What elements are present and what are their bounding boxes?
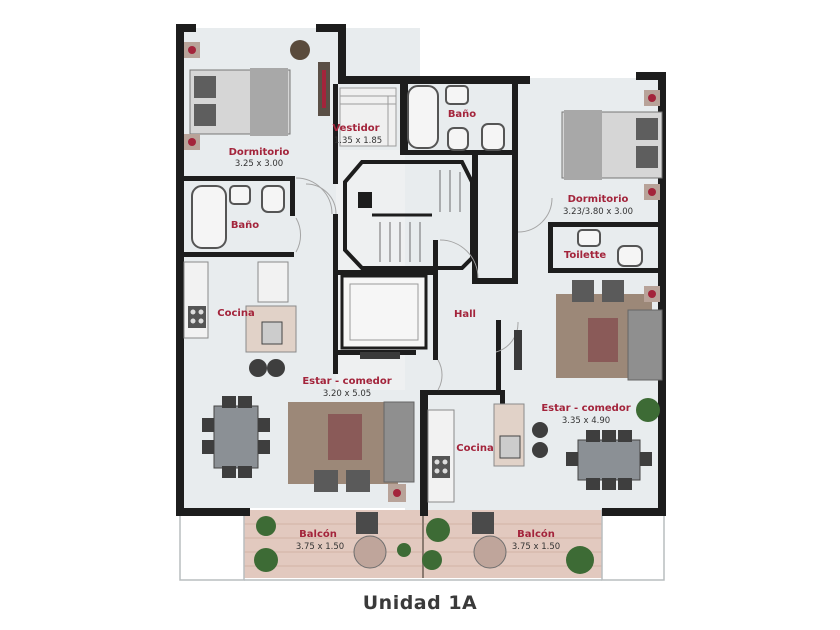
bathroom-1-fixtures bbox=[191, 185, 285, 249]
room-label-dormitorio-2: Dormitorio bbox=[568, 194, 629, 205]
living-room-1-furniture bbox=[202, 352, 415, 502]
bedroom-1-furniture bbox=[184, 40, 330, 150]
dining-table-icon bbox=[577, 439, 641, 481]
walls bbox=[176, 24, 666, 516]
armchair-icon bbox=[472, 512, 494, 534]
tv-icon bbox=[514, 330, 522, 370]
room-size-estar-1: 3.20 x 5.05 bbox=[323, 389, 371, 399]
plant-icon bbox=[254, 548, 278, 572]
toilette-fixtures bbox=[577, 229, 643, 267]
room-label-balcon-1: Balcón bbox=[299, 528, 337, 540]
plant-icon bbox=[426, 518, 450, 542]
coffee-table-icon bbox=[588, 318, 618, 362]
balcony-planks bbox=[244, 510, 602, 578]
chair-icon bbox=[238, 466, 252, 478]
room-label-estar-1: Estar - comedor bbox=[302, 376, 391, 387]
chair-icon bbox=[602, 430, 616, 442]
chair-icon bbox=[222, 466, 236, 478]
room-size-estar-2: 3.35 x 4.90 bbox=[562, 416, 610, 426]
stove-icon bbox=[188, 306, 206, 328]
room-label-bano-1: Baño bbox=[231, 220, 259, 231]
chair-icon bbox=[238, 396, 252, 408]
room-label-balcon-2: Balcón bbox=[517, 528, 555, 540]
elevator bbox=[340, 274, 428, 350]
sofa-icon bbox=[627, 309, 663, 381]
chair-icon bbox=[640, 452, 652, 466]
room-label-vestidor: Vestidor bbox=[332, 123, 379, 134]
room-label-cocina-2: Cocina bbox=[456, 443, 493, 454]
plant-icon bbox=[256, 516, 276, 536]
sink-icon bbox=[577, 229, 601, 247]
sink-icon bbox=[445, 85, 469, 105]
room-size-balcon-2: 3.75 x 1.50 bbox=[512, 542, 560, 552]
plant-icon bbox=[397, 543, 411, 557]
stool-icon bbox=[532, 422, 548, 438]
side-table-icon bbox=[353, 535, 387, 569]
sink-icon bbox=[229, 185, 251, 205]
plant-icon bbox=[422, 550, 442, 570]
chair-icon bbox=[586, 478, 600, 490]
staircase bbox=[343, 160, 474, 270]
closet-icon bbox=[339, 87, 397, 147]
stool-icon bbox=[532, 442, 548, 458]
armchair-icon bbox=[346, 470, 370, 492]
sofa-icon bbox=[383, 401, 415, 483]
chair-icon bbox=[290, 40, 310, 60]
plan-title: Unidad 1A bbox=[362, 592, 478, 614]
door-swings bbox=[295, 177, 553, 391]
bedroom-2-furniture bbox=[561, 90, 663, 200]
chair-icon bbox=[258, 418, 270, 432]
stove-icon bbox=[432, 456, 450, 478]
chair-icon bbox=[602, 478, 616, 490]
chair-icon bbox=[618, 478, 632, 490]
chair-icon bbox=[586, 430, 600, 442]
chair-icon bbox=[258, 440, 270, 454]
bathroom-2-fixtures bbox=[407, 85, 505, 151]
plants bbox=[254, 398, 660, 574]
room-label-bano-2: Baño bbox=[448, 109, 476, 120]
toilet-icon bbox=[481, 123, 505, 151]
coffee-table-icon bbox=[328, 414, 362, 460]
bidet-icon bbox=[447, 127, 469, 151]
bathtub-icon bbox=[407, 85, 439, 149]
room-label-toilette: Toilette bbox=[564, 250, 607, 261]
room-size-dormitorio-1: 3.25 x 3.00 bbox=[235, 159, 283, 169]
armchair-icon bbox=[572, 280, 594, 302]
stool-icon bbox=[249, 359, 267, 377]
bathtub-icon bbox=[191, 185, 227, 249]
side-table-icon bbox=[473, 535, 507, 569]
room-size-vestidor: 1.35 x 1.85 bbox=[334, 136, 382, 146]
plant-icon bbox=[636, 398, 660, 422]
toilet-icon bbox=[617, 245, 643, 267]
toilet-icon bbox=[261, 185, 285, 213]
plant-icon bbox=[566, 546, 594, 574]
chair-icon bbox=[566, 452, 578, 466]
chair-icon bbox=[222, 396, 236, 408]
tv-icon bbox=[360, 352, 400, 359]
stool-icon bbox=[267, 359, 285, 377]
chair-icon bbox=[618, 430, 632, 442]
room-size-balcon-1: 3.75 x 1.50 bbox=[296, 542, 344, 552]
room-label-estar-2: Estar - comedor bbox=[541, 403, 630, 414]
armchair-icon bbox=[602, 280, 624, 302]
armchair-icon bbox=[356, 512, 378, 534]
room-label-cocina-1: Cocina bbox=[217, 308, 254, 319]
balcony-furniture bbox=[353, 512, 507, 569]
kitchen-1-furniture bbox=[183, 261, 297, 377]
chair-icon bbox=[202, 440, 214, 454]
living-room-2-furniture bbox=[514, 280, 663, 490]
dining-table-icon bbox=[213, 405, 259, 469]
room-label-dormitorio-1: Dormitorio bbox=[229, 147, 290, 158]
room-labels: Dormitorio 3.25 x 3.00 Vestidor 1.35 x 1… bbox=[217, 109, 633, 552]
room-label-hall: Hall bbox=[454, 309, 476, 320]
room-size-dormitorio-2: 3.23/3.80 x 3.00 bbox=[563, 207, 633, 217]
armchair-icon bbox=[314, 470, 338, 492]
kitchen-2-furniture bbox=[427, 403, 548, 503]
chair-icon bbox=[202, 418, 214, 432]
